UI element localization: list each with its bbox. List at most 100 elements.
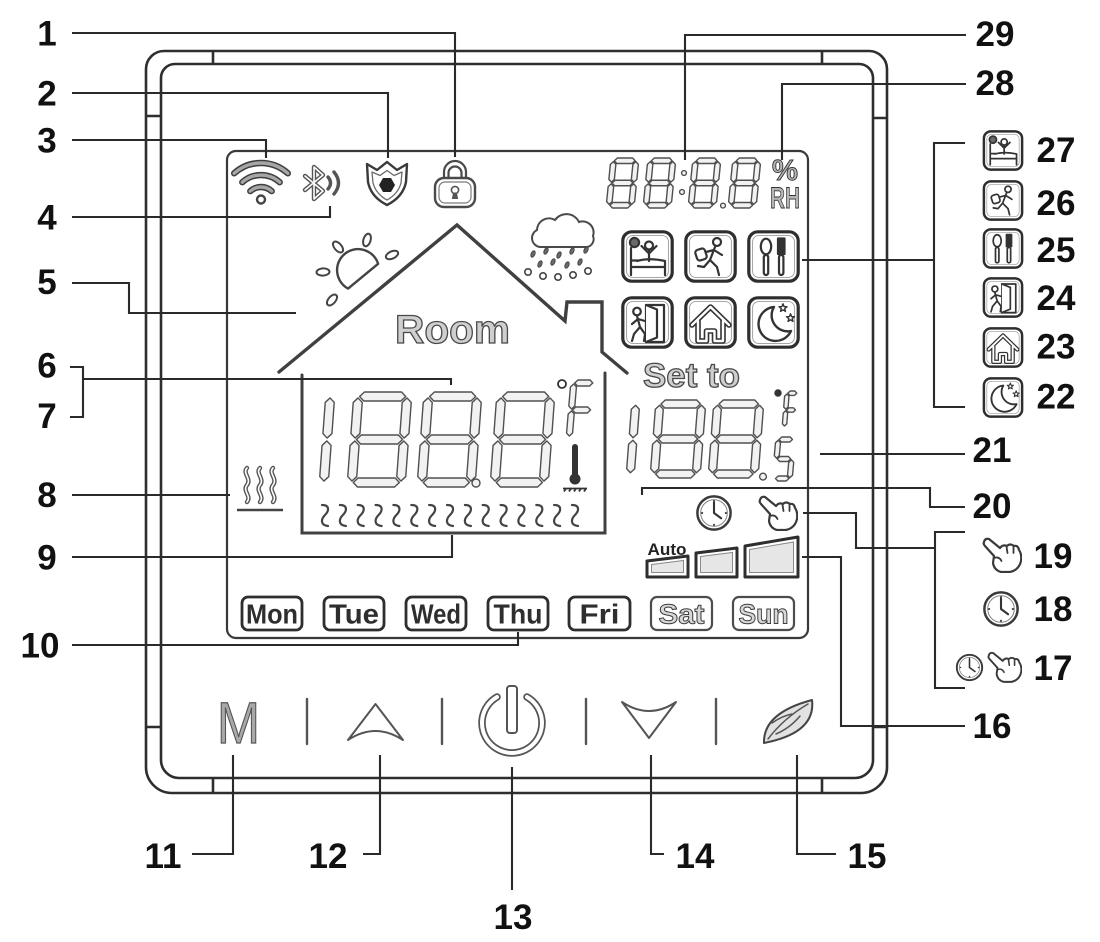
leaf-veins (767, 703, 809, 740)
sun-ray (325, 293, 339, 307)
fan-speed-high-icon (743, 535, 800, 579)
leader-line-15 (795, 755, 836, 856)
wifi-icon (231, 159, 291, 205)
lcd-segment-g (785, 407, 797, 413)
callout-label-27: 27 (1037, 131, 1076, 170)
set-temp-unit (774, 389, 798, 427)
lcd-segment-c (396, 440, 409, 482)
day-fri: Fri (567, 595, 632, 632)
callout-label-13: 13 (494, 898, 533, 937)
callout-label-2: 2 (37, 75, 56, 114)
digit (417, 391, 482, 488)
room-temp-unit (557, 379, 594, 437)
day-thu: Thu (486, 595, 550, 632)
sun-disc (335, 247, 380, 290)
sun-ray (315, 267, 331, 277)
lcd-segment-c (692, 439, 704, 474)
power-button[interactable] (478, 685, 546, 757)
unit-letter (781, 390, 798, 427)
icon-legend (955, 130, 1024, 683)
digit (727, 157, 762, 209)
digit (687, 157, 722, 209)
lcd-segment-f (645, 160, 654, 183)
legend-meal-icon (982, 228, 1024, 269)
floor-heating-wave (499, 503, 508, 528)
clock-display (605, 157, 762, 209)
day-tue: Tue (322, 595, 386, 632)
leader-line-28 (780, 82, 966, 160)
callout-label-26: 26 (1037, 184, 1076, 223)
power-icon-bar (506, 685, 518, 734)
lcd-segment-b (667, 160, 677, 183)
wifi-arcs-fill (232, 161, 290, 193)
up-button[interactable] (347, 703, 404, 741)
leader-line-11 (192, 755, 235, 856)
floor-heating-wave (356, 503, 365, 528)
lcd-segment-e (565, 410, 575, 437)
floor-heating-wave (481, 503, 490, 528)
hail-stones (523, 266, 592, 281)
lcd-segment-e (650, 439, 662, 474)
rain-drop (543, 247, 549, 255)
digit (490, 391, 555, 488)
lcd-segment-f (420, 397, 433, 439)
callout-label-25: 25 (1037, 231, 1076, 270)
lcd-segment-f (608, 160, 617, 183)
hand-icon (758, 495, 798, 531)
bluetooth-signal-waves (326, 170, 341, 196)
half-digit (626, 404, 640, 474)
lcd-segment-g (657, 434, 699, 444)
leader-line-12 (363, 755, 382, 856)
lcd-segment-a (660, 399, 702, 409)
shield-inner (371, 169, 403, 201)
house-outline (277, 222, 629, 375)
lcd-segment-a (735, 157, 758, 165)
lcd-segment-c (750, 183, 759, 206)
lcd-segment-g (715, 434, 757, 444)
lcd-segment-d (731, 201, 754, 209)
legend-leave-icon (982, 180, 1024, 221)
lcd-segment-b (399, 397, 412, 439)
lcd-segment-a (787, 390, 798, 397)
room-label: Room (395, 308, 510, 352)
fan-speed-icons: Auto (645, 535, 800, 579)
floor-heating-wave (320, 503, 330, 528)
lcd-segment-e (490, 440, 503, 482)
hail-stone (523, 267, 532, 276)
hail-stone (553, 272, 562, 281)
day-wed: Wed (404, 595, 468, 632)
hail-stone (583, 266, 592, 275)
chevron-up-icon (347, 703, 404, 741)
lcd-segment-g (693, 179, 716, 187)
legend-wake-up-icon (982, 130, 1024, 171)
bluetooth-icon (302, 164, 341, 202)
floor-heating-wave (517, 503, 526, 528)
mode-button[interactable]: M (216, 690, 260, 756)
lcd-segment-a (501, 391, 550, 402)
eco-button[interactable] (762, 699, 814, 744)
day-sat: Sat (649, 595, 714, 632)
lcd-segment-b (752, 160, 762, 183)
floor-heating-wave (410, 503, 419, 528)
rain-drop (569, 247, 575, 255)
callout-label-1: 1 (37, 15, 56, 54)
day-label: Wed (411, 599, 461, 630)
lcd-segment-b (694, 404, 706, 439)
power-icon-inner (480, 695, 544, 755)
clock-icon (696, 495, 732, 531)
humidity-unit-percent: % (772, 155, 798, 187)
weekday-indicators: Mon Tue Wed Thu Fri Sat (240, 595, 796, 632)
rain-drop (577, 258, 583, 266)
lock-body-inner (438, 181, 472, 204)
down-button[interactable] (621, 701, 677, 739)
lcd-segment-f (730, 160, 739, 183)
fan-speed-low-icon (645, 554, 690, 579)
fan-auto-label: Auto (648, 540, 687, 559)
legend-clock-hand-icon (955, 651, 1022, 683)
lcd-segment-b (628, 404, 640, 439)
callout-label-6: 6 (37, 347, 56, 386)
lcd-segment-f (493, 397, 506, 439)
callout-label-18: 18 (1034, 590, 1073, 629)
heat-waves-inner (244, 467, 276, 503)
callout-label-9: 9 (37, 539, 56, 578)
